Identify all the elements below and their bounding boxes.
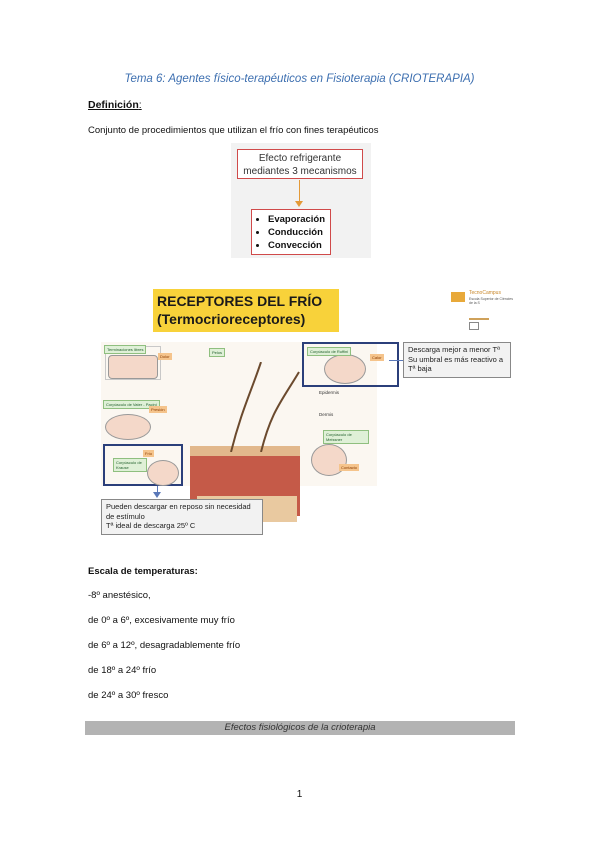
bottom-arrow-icon <box>153 492 161 498</box>
mechanisms-box: Evaporación Conducción Convección <box>251 209 331 255</box>
down-arrow-icon <box>295 201 303 207</box>
tecnocampus-logo: TecnoCampus Escola Superior de Ciències … <box>451 290 513 330</box>
pacini-panel: Corpúsculo de Vater - Pacini Presión <box>101 398 171 440</box>
temperature-item: de 18º a 24º frío <box>88 665 157 676</box>
definition-text: Conjunto de procedimientos que utilizan … <box>88 125 379 136</box>
logo-subtitle: Escola Superior de Ciències de la S <box>469 297 513 305</box>
right-connector-line <box>389 360 403 361</box>
label-free-endings: Terminaciones libres <box>104 345 147 354</box>
label-ruffini: Corpúsculo de Ruffini <box>307 347 352 356</box>
cooling-effect-line2: mediantes 3 mecanismos <box>243 166 357 177</box>
logo-mark-icon <box>451 292 465 302</box>
definition-colon: : <box>138 99 142 111</box>
logo-divider <box>469 318 489 320</box>
temperature-item: de 0º a 6º, excesivamente muy frío <box>88 615 235 626</box>
label-krause: Corpúsculo de Krause <box>113 458 147 472</box>
cold-receptors-figure: RECEPTORES DEL FRÍO (Termocrioreceptores… <box>87 280 513 538</box>
mechanism-item: Evaporación <box>268 213 330 226</box>
label-epidermis: Epidermis <box>319 390 340 395</box>
label-dermis: Dermis <box>319 412 334 417</box>
receptors-banner: RECEPTORES DEL FRÍO (Termocrioreceptores… <box>153 289 339 332</box>
section-bar: Efectos fisiológicos de la crioterapia <box>85 721 515 735</box>
temperature-item: de 6º a 12º, desagradablemente frío <box>88 640 241 651</box>
krause-callout: Pueden descargar en reposo sin necesidad… <box>101 499 263 535</box>
callout-bottom-line2: de estímulo <box>106 511 145 521</box>
label-pain: Dolor <box>158 353 172 360</box>
free-endings-panel: Terminaciones libres Dolor <box>104 345 172 380</box>
krause-corpuscle-image <box>147 460 179 486</box>
cooling-mechanisms-figure: Efecto refrigerante mediantes 3 mecanism… <box>231 143 371 258</box>
ruffini-corpuscle-image <box>324 354 366 384</box>
label-heat: Calor <box>370 354 384 361</box>
label-pressure: Presión <box>149 406 167 413</box>
definition-heading-text: Definición <box>88 99 139 111</box>
page-number: 1 <box>296 789 303 800</box>
bottom-connector-line <box>157 486 158 494</box>
logo-text: TecnoCampus <box>469 290 501 296</box>
banner-line2: (Termocrioreceptores) <box>157 311 306 327</box>
partner-logo-icon <box>469 322 479 330</box>
hair-strands-icon <box>230 362 300 452</box>
callout-bottom-line1: Pueden descargar en reposo sin necesidad <box>106 502 251 511</box>
mechanism-item: Convección <box>268 239 330 252</box>
document-title: Tema 6: Agentes físico-terapéuticos en F… <box>124 73 475 85</box>
ruffini-highlight-box: Corpúsculo de Ruffini Calor <box>302 342 399 387</box>
free-endings-image <box>108 355 158 379</box>
down-arrow-line <box>299 180 300 204</box>
label-meissner: Corpúsculo de Meissner <box>323 430 369 444</box>
temperature-scale: Escala de temperaturas: -8º anestésico, … <box>88 566 240 715</box>
skin-illustration: Terminaciones libres Dolor Pelos Corpúsc… <box>101 342 399 522</box>
krause-highlight-box: Frío Corpúsculo de Krause <box>103 444 183 486</box>
label-contact: Contacto <box>339 464 360 471</box>
mechanism-item: Conducción <box>268 226 330 239</box>
callout-right-line2: Su umbral es más reactivo a <box>408 354 504 364</box>
meissner-panel: Corpúsculo de Meissner Contacto <box>309 430 369 480</box>
ruffini-callout: Descarga mejor a menor Tª Su umbral es m… <box>403 342 511 378</box>
cooling-effect-line1: Efecto refrigerante <box>258 153 342 164</box>
cooling-effect-box: Efecto refrigerante mediantes 3 mecanism… <box>237 149 363 179</box>
callout-right-line1: Descarga mejor a menor Tª <box>408 345 500 354</box>
meissner-corpuscle-image <box>311 444 347 476</box>
definition-heading: Definición: <box>88 99 142 111</box>
label-hair: Pelos <box>209 348 226 357</box>
banner-line1: RECEPTORES DEL FRÍO <box>157 293 323 309</box>
temperature-item: -8º anestésico, <box>88 590 151 601</box>
callout-bottom-line3: Tª ideal de descarga 25º C <box>106 521 196 530</box>
label-vater-pacini: Corpúsculo de Vater - Pacini <box>103 400 160 409</box>
callout-right-line3: Tª baja <box>408 364 432 373</box>
temperature-heading: Escala de temperaturas: <box>88 566 198 577</box>
pacini-corpuscle-image <box>105 414 151 440</box>
label-cold: Frío <box>143 450 155 457</box>
temperature-item: de 24º a 30º fresco <box>88 690 169 701</box>
